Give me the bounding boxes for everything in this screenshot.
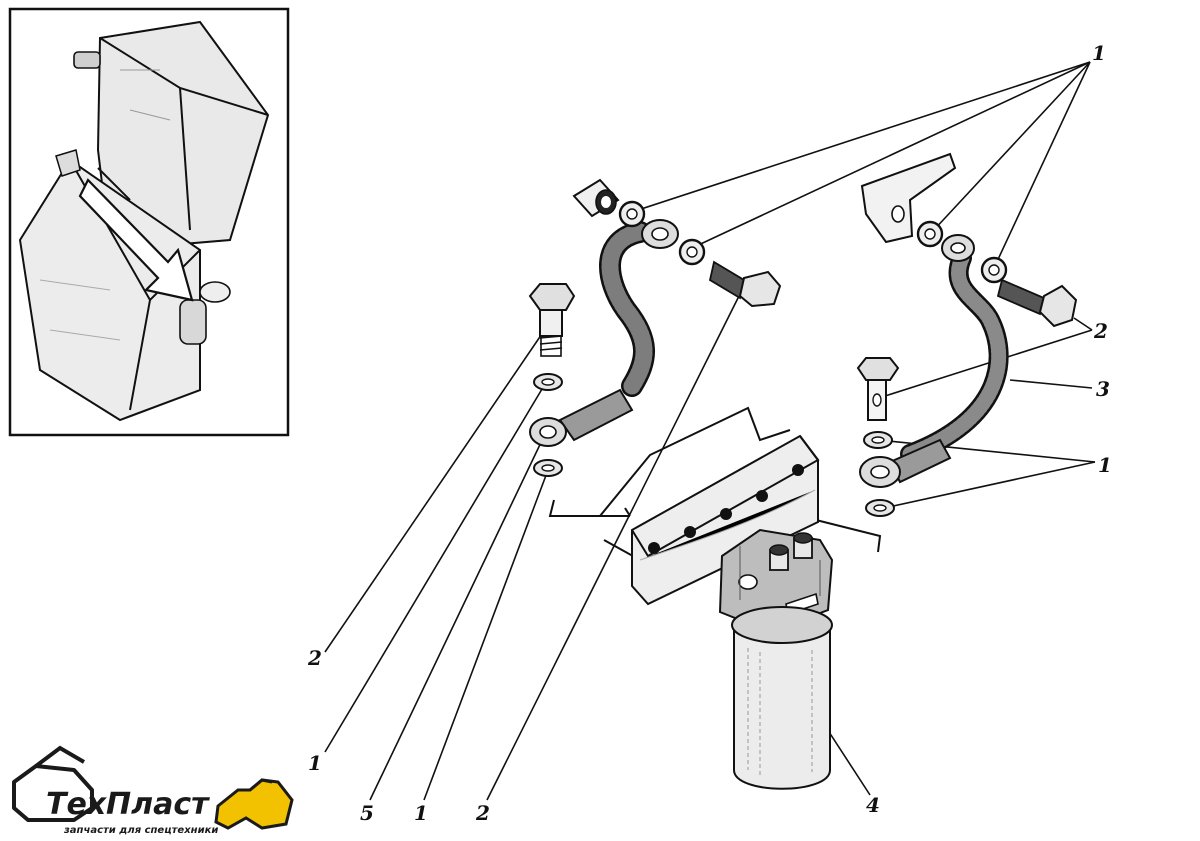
left-washer-lower: [533, 459, 563, 477]
left-washer-upper: [533, 373, 563, 391]
left-bolt: [528, 283, 576, 357]
left-hose: [599, 219, 679, 397]
right-bolt-horizontal: [996, 278, 1078, 328]
mount-plate: [631, 434, 820, 606]
right-bolt-vertical: [856, 357, 900, 421]
top-washer-b: [678, 238, 706, 266]
loader-bucket-icon: [214, 778, 294, 830]
inset-location-view: [8, 7, 290, 437]
callout-1-right: 1: [1098, 453, 1112, 477]
right-washer-mid: [980, 256, 1008, 284]
left-banjo-fitting: [529, 388, 634, 447]
right-hose: [900, 234, 1009, 464]
excavator-icon: [12, 745, 94, 822]
callout-1-top: 1: [1092, 41, 1106, 65]
oil-filter-canister: [731, 606, 833, 790]
callout-labels: 1 2 3 1 2 1 5 1 2 4: [307, 41, 1112, 825]
leader-lines: [324, 61, 1096, 801]
logo-brand-b: Пласт: [106, 787, 210, 822]
right-washer-top: [916, 220, 944, 248]
top-washer-a: [618, 200, 646, 228]
center-bolt: [708, 260, 782, 308]
right-banjo-fitting: [859, 438, 952, 488]
logo-brand-a: Тех: [46, 787, 108, 822]
top-sleeve: [572, 178, 620, 218]
callout-2-right: 2: [1093, 319, 1108, 343]
callout-3-right: 3: [1096, 377, 1110, 401]
callout-4-bottom: 4: [866, 793, 880, 817]
callout-1-left: 1: [308, 751, 322, 775]
logo-tagline: запчасти для спецтехники: [63, 825, 218, 836]
brand-logo: Тех Пласт запчасти для спецтехники: [12, 745, 294, 836]
callout-2-left: 2: [307, 646, 322, 670]
callout-2-bottom: 2: [475, 801, 490, 825]
right-washer-upper: [863, 431, 893, 449]
callout-1-bottom: 1: [414, 801, 428, 825]
callout-5-bottom: 5: [360, 801, 374, 825]
right-washer-lower: [865, 499, 895, 517]
right-bracket: [860, 152, 957, 244]
